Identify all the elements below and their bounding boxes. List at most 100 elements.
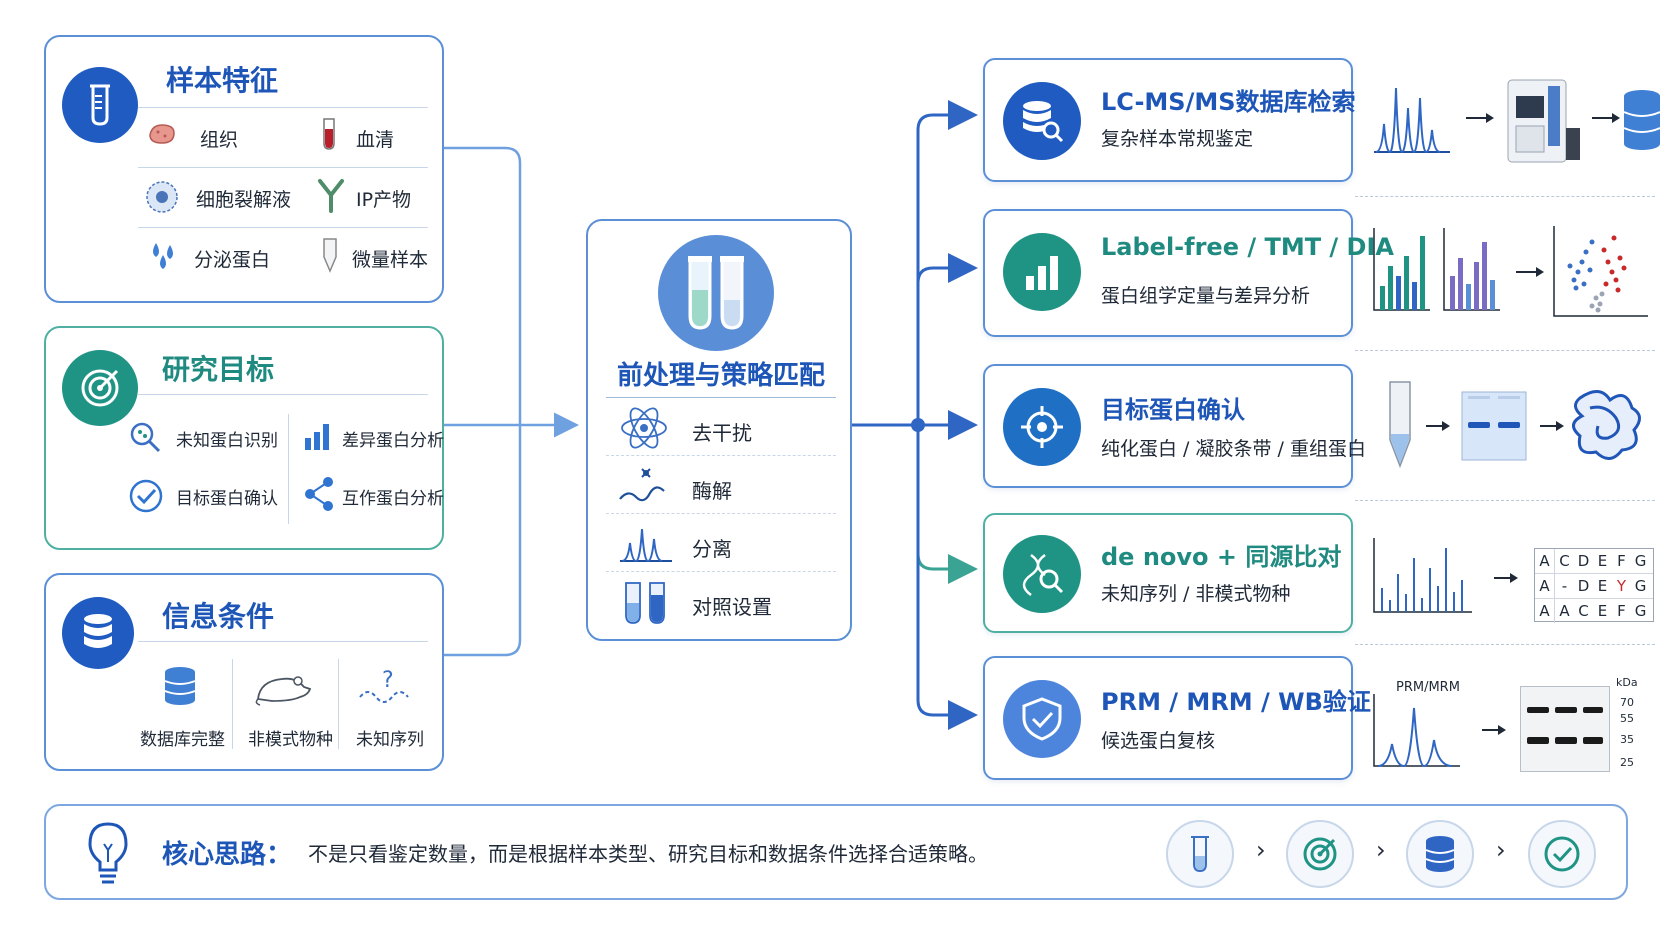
seq-cell: D [1577, 577, 1590, 595]
seq-cell: - [1561, 577, 1568, 595]
seq-cell: C [1559, 552, 1570, 570]
strategy-card-denovo: de novo + 同源比对 未知序列 / 非模式物种 [983, 513, 1353, 633]
blood-tube-icon [318, 117, 340, 155]
seq-cell: A [1535, 574, 1555, 598]
info-item-db: 数据库完整 [140, 730, 225, 750]
strategy-subtitle: 复杂样本常规鉴定 [1101, 128, 1254, 150]
sample-title: 样本特征 [166, 64, 279, 97]
strategy-card-validation: PRM / MRM / WB验证 候选蛋白复核 [983, 656, 1371, 780]
strategy-title: PRM / MRM / WB验证 [1101, 688, 1371, 716]
db-stack-icon [162, 665, 198, 711]
strategy-subtitle: 蛋白组学定量与差异分析 [1101, 285, 1311, 307]
network-icon [302, 476, 338, 516]
target-illustration [1389, 381, 1641, 469]
seq-cell: C [1578, 602, 1589, 620]
lightbulb-icon [82, 820, 134, 890]
footer-database-icon [1406, 820, 1474, 888]
crosshair-icon [1003, 388, 1081, 466]
tubes-icon [658, 235, 774, 351]
seq-cell: Y [1616, 577, 1627, 595]
sample-panel: 样本特征 组织 血清 细胞裂解液 IP产物 分泌蛋白 微量样本 [44, 35, 444, 303]
seq-cell: E [1597, 602, 1608, 620]
goal-panel: 研究目标 未知蛋白识别 差异蛋白分析 目标蛋白确认 互作蛋白分析 [44, 326, 444, 550]
kda-mark: 70 [1620, 696, 1634, 709]
sample-item-lysate: 细胞裂解液 [196, 189, 292, 211]
chevron-right-icon: › [1256, 836, 1266, 864]
strategy-subtitle: 纯化蛋白 / 凝胶条带 / 重组蛋白 [1101, 438, 1366, 460]
sample-item-tissue: 组织 [200, 129, 239, 151]
center-panel: 前处理与策略匹配 去干扰 酶解 分离 对照设置 [586, 219, 852, 641]
center-title: 前处理与策略匹配 [616, 361, 825, 391]
lcms-illustration [1374, 79, 1660, 163]
test-tube-icon [62, 67, 138, 143]
database-search-icon [1003, 82, 1081, 160]
bar-chart-icon [1003, 233, 1081, 311]
search-protein-icon [128, 420, 162, 458]
quant-illustration [1373, 226, 1648, 317]
denovo-illustration [1373, 538, 1518, 613]
seq-cell: A [1559, 602, 1570, 620]
chevron-right-icon: › [1496, 836, 1506, 864]
chromatogram-icon [618, 523, 674, 569]
seq-cell: A [1535, 599, 1555, 623]
kda-mark: 25 [1620, 756, 1634, 769]
seq-cell: E [1597, 552, 1608, 570]
goal-item-unknown: 未知蛋白识别 [176, 431, 278, 451]
seq-cell: D [1577, 552, 1590, 570]
cell-icon [144, 179, 180, 219]
info-panel: 信息条件 数据库完整 非模式物种 ? 未知序列 [44, 573, 444, 771]
dna-search-icon [1003, 535, 1081, 613]
center-step-separate: 分离 [692, 537, 732, 561]
svg-text:?: ? [382, 668, 394, 693]
sample-item-secreted: 分泌蛋白 [194, 249, 271, 271]
seq-row: A A C E F G [1535, 598, 1653, 623]
footer-tube-icon [1166, 820, 1234, 888]
goal-item-confirm: 目标蛋白确认 [176, 489, 278, 509]
mouse-icon [252, 667, 316, 711]
kda-unit: kDa [1616, 676, 1638, 689]
strategy-title: LC-MS/MS数据库检索 [1101, 88, 1356, 116]
unknown-sequence-icon: ? [358, 667, 416, 711]
kda-mark: 35 [1620, 733, 1634, 746]
seq-cell: F [1617, 552, 1626, 570]
atom-icon [618, 405, 670, 455]
sample-item-micro: 微量样本 [352, 249, 429, 271]
enzyme-icon [616, 463, 672, 513]
database-icon [62, 597, 134, 669]
info-item-nonmodel: 非模式物种 [248, 730, 333, 750]
shield-check-icon [1003, 680, 1081, 758]
kda-mark: 55 [1620, 712, 1634, 725]
strategy-card-quant: Label-free / TMT / DIA 蛋白组学定量与差异分析 [983, 209, 1394, 337]
sample-item-serum: 血清 [356, 129, 395, 151]
strategy-card-lcms: LC-MS/MS数据库检索 复杂样本常规鉴定 [983, 58, 1356, 182]
seq-cell: G [1634, 552, 1647, 570]
target-icon [62, 350, 138, 426]
strategy-title: de novo + 同源比对 [1101, 543, 1342, 571]
goal-item-diff: 差异蛋白分析 [342, 431, 444, 451]
seq-cell: G [1634, 577, 1647, 595]
seq-cell: E [1597, 577, 1608, 595]
prm-label: PRM/MRM [1396, 680, 1460, 695]
sequence-alignment: A C D E F G A - D E Y G A A C E F G [1534, 548, 1654, 623]
seq-row: A - D E Y G [1535, 573, 1653, 598]
micro-tube-icon [320, 237, 340, 277]
antibody-icon [316, 177, 346, 217]
footer-panel: 核心思路： 不是只看鉴定数量，而是根据样本类型、研究目标和数据条件选择合适策略。… [44, 804, 1628, 900]
sample-item-ip: IP产物 [356, 189, 412, 211]
seq-cell: G [1634, 602, 1647, 620]
info-title: 信息条件 [162, 600, 275, 633]
footer-label: 核心思路： [162, 840, 293, 870]
droplets-icon [146, 239, 180, 277]
chevron-right-icon: › [1376, 836, 1386, 864]
strategy-card-target: 目标蛋白确认 纯化蛋白 / 凝胶条带 / 重组蛋白 [983, 364, 1366, 488]
seq-row: A C D E F G [1535, 549, 1653, 573]
footer-text: 不是只看鉴定数量，而是根据样本类型、研究目标和数据条件选择合适策略。 [308, 842, 988, 866]
footer-check-icon [1528, 820, 1596, 888]
check-circle-icon [128, 478, 164, 518]
control-tubes-icon [620, 579, 672, 629]
info-item-unknownseq: 未知序列 [356, 730, 424, 750]
tissue-icon [146, 119, 178, 151]
strategy-title: Label-free / TMT / DIA [1101, 233, 1394, 261]
prm-illustration [1373, 694, 1506, 768]
